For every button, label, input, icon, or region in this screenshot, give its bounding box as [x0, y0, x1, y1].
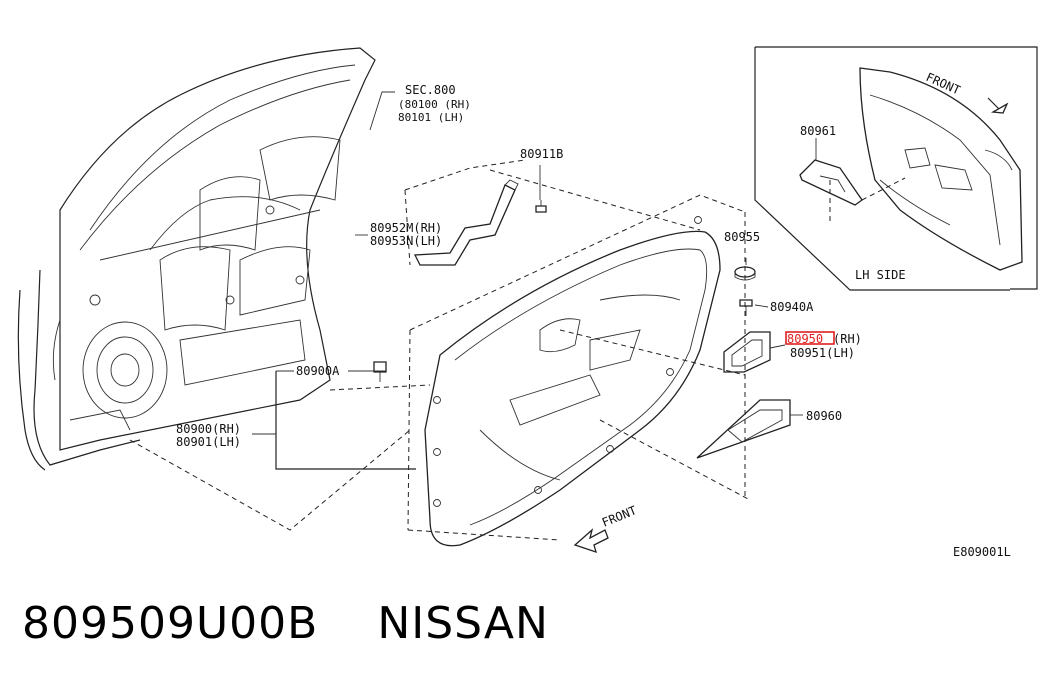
screw-part-2	[739, 299, 753, 316]
highlight-box	[785, 331, 835, 345]
clip-part	[373, 361, 387, 382]
parts-diagram: SEC.800 (80100 (RH) 80101 (LH) 80911B 80…	[17, 46, 1038, 559]
switch-part	[696, 399, 791, 459]
caption: 809509U00B NISSAN	[22, 598, 549, 668]
label-sec800: SEC.800	[405, 83, 456, 97]
label-80101: 80101 (LH)	[398, 111, 464, 124]
label-80100: (80100 (RH)	[398, 98, 471, 111]
front-arrow-inset	[987, 97, 1009, 114]
brand-name: NISSAN	[377, 598, 549, 649]
inset-detail	[754, 46, 1038, 291]
label-80900: 80900(RH)	[176, 422, 241, 436]
label-80961: 80961	[800, 124, 836, 138]
label-80955: 80955	[724, 230, 760, 244]
leader-lines	[252, 91, 803, 470]
label-80960: 80960	[806, 409, 842, 423]
label-80953n: 80953N(LH)	[370, 234, 442, 248]
label-80901: 80901(LH)	[176, 435, 241, 449]
label-80900a: 80900A	[296, 364, 340, 378]
finisher-part	[723, 331, 771, 373]
label-diagram-code: E809001L	[953, 545, 1011, 559]
front-arrow-main	[573, 528, 609, 554]
door-trim-panel	[424, 216, 721, 547]
bracket-part	[413, 179, 519, 266]
label-lh-side: LH SIDE	[855, 268, 906, 282]
screw-part	[535, 200, 547, 213]
phantom-lines	[129, 159, 751, 541]
label-80951: 80951(LH)	[790, 346, 855, 360]
label-front-main: FRONT	[600, 503, 639, 530]
label-80911b: 80911B	[520, 147, 563, 161]
door-frame-illustration	[17, 47, 376, 471]
part-number: 809509U00B	[22, 598, 319, 649]
label-80950-rh: (RH)	[833, 332, 862, 346]
label-80952m: 80952M(RH)	[370, 221, 442, 235]
label-80940a: 80940A	[770, 300, 814, 314]
label-80950-highlighted: 80950	[787, 332, 823, 346]
